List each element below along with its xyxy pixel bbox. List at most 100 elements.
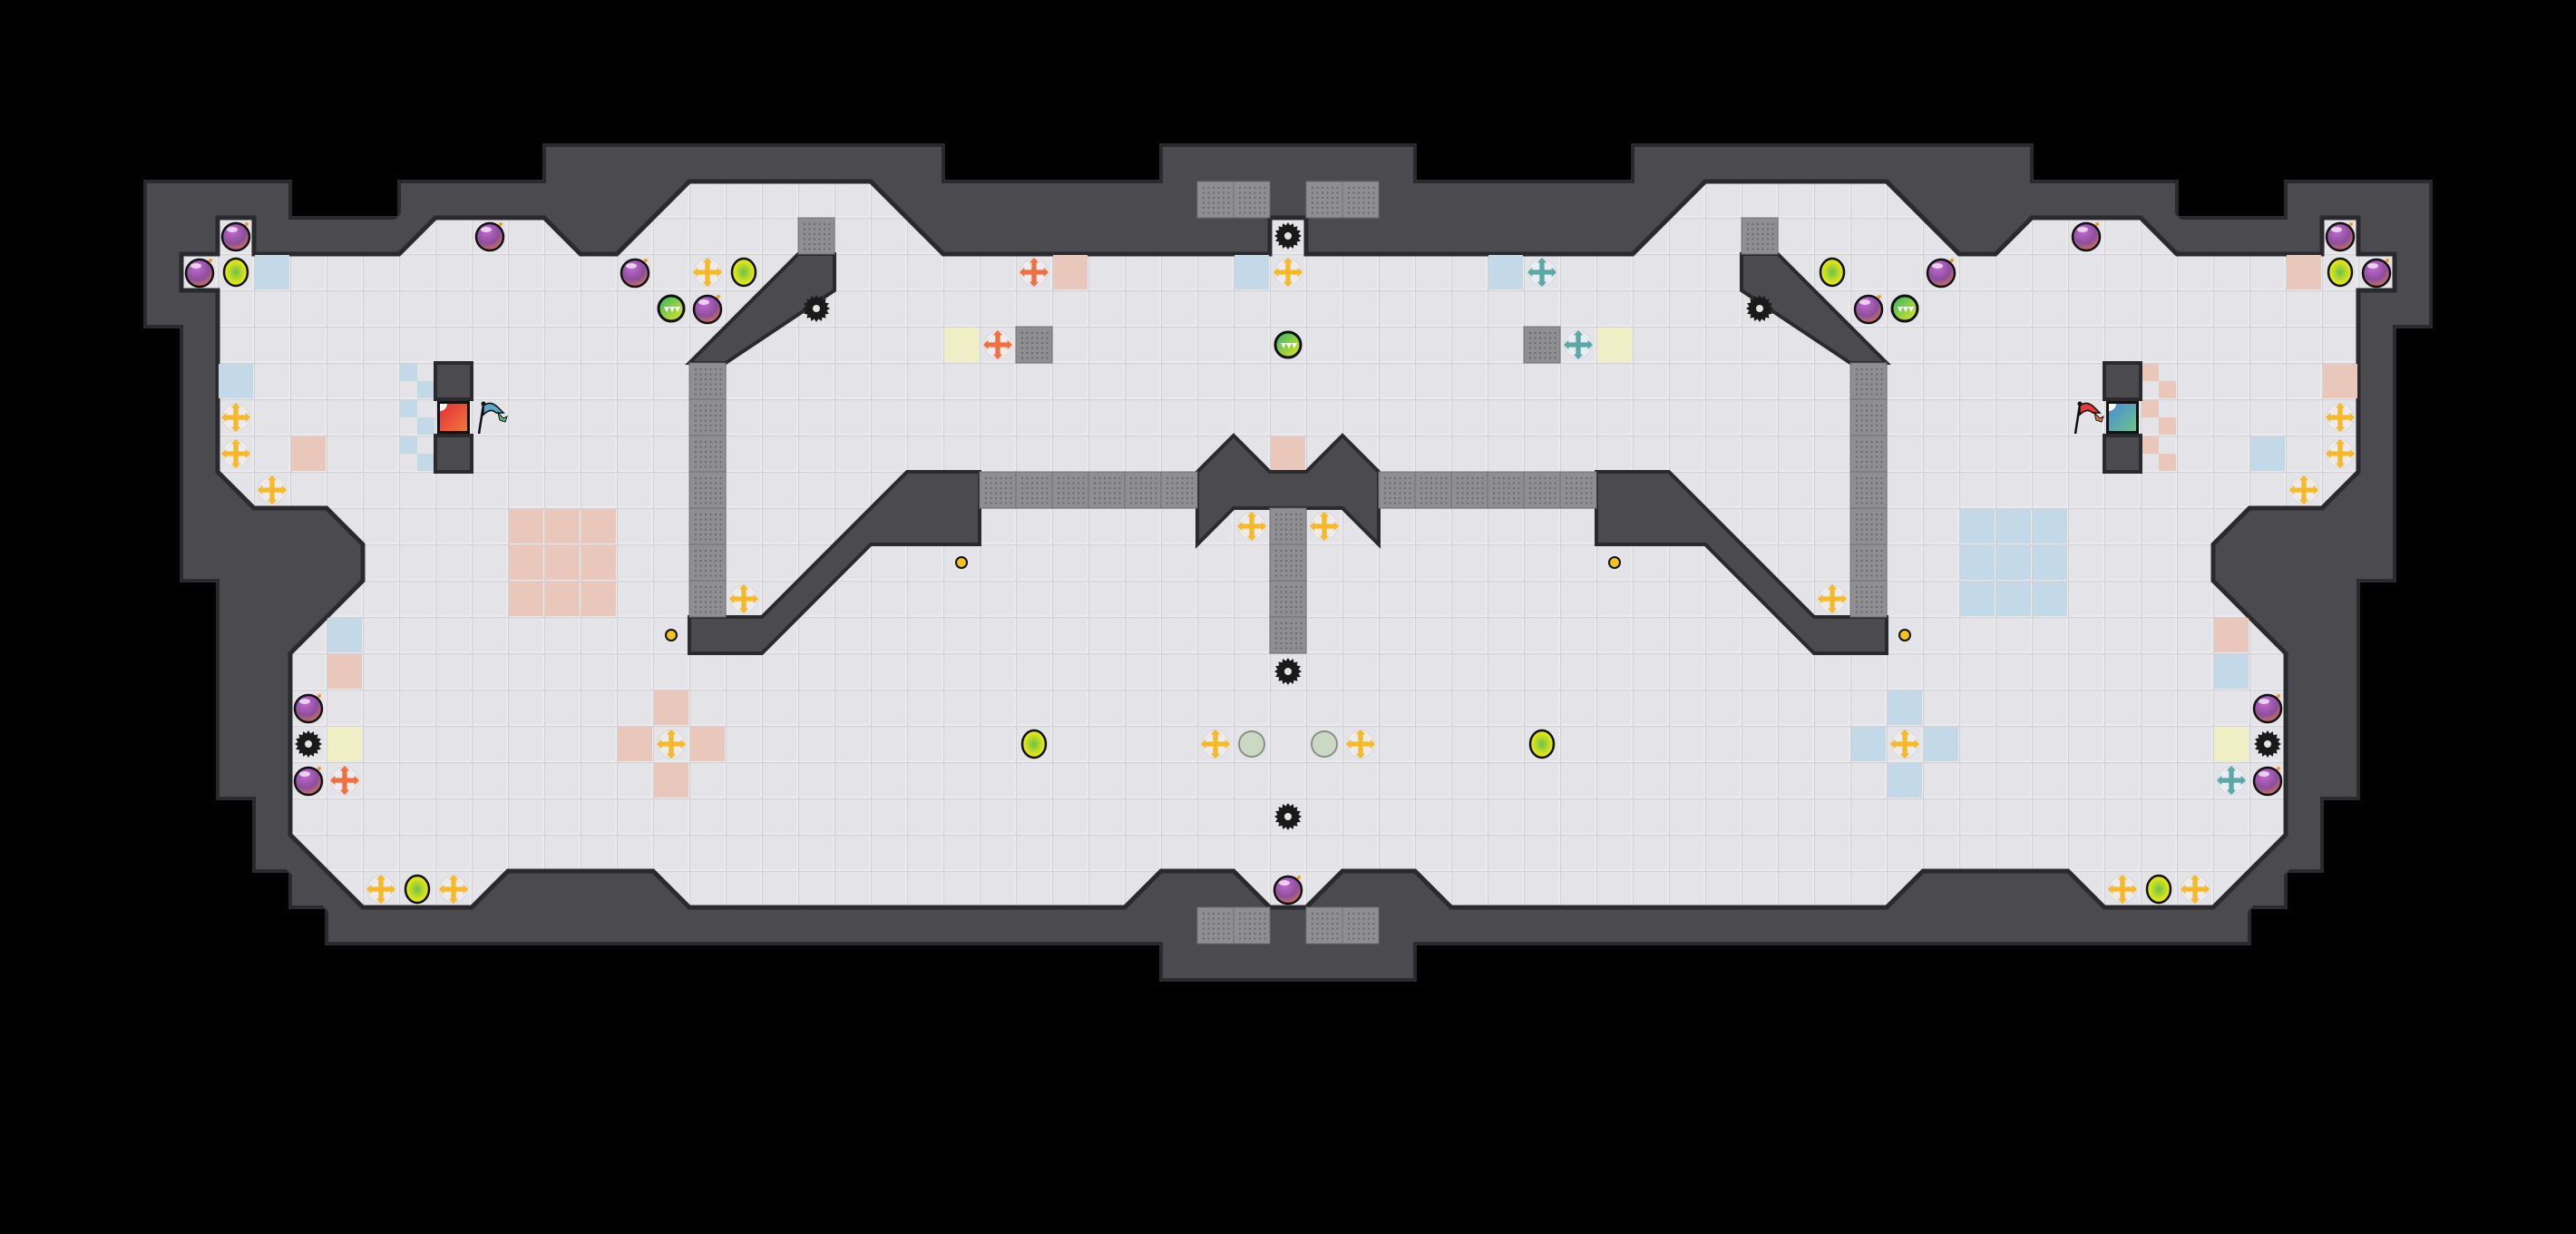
bomb-icon (620, 258, 650, 289)
blue-checker-tile (417, 381, 434, 398)
grille-tile (1487, 471, 1525, 509)
spike-icon (803, 295, 830, 322)
blue-zone-tile (1960, 545, 1995, 580)
portal-dot-icon (955, 556, 968, 569)
red-zone-tile (581, 582, 616, 616)
blue-zone-tile (255, 255, 289, 289)
gray-ball-icon (1311, 730, 1338, 758)
yellow-ball-icon (1528, 729, 1556, 759)
red-zone-tile (654, 690, 688, 725)
grille-tile (688, 580, 727, 618)
red-flag-icon (2073, 401, 2104, 435)
red-zone-tile (545, 545, 580, 580)
grille-tile (797, 217, 835, 255)
blue-checker-tile (400, 400, 417, 417)
yellow-ball-icon (222, 257, 249, 288)
portal-dot-icon (1898, 629, 1911, 641)
lower-right-ramp-wall (1595, 470, 1888, 655)
portal-dot-icon (665, 629, 678, 641)
red-checker-tile (2142, 436, 2159, 454)
booster-yellow-icon (2326, 403, 2355, 432)
bomb-icon (1273, 875, 1303, 906)
grille-tile (1849, 544, 1888, 582)
booster-yellow-icon (2181, 875, 2210, 904)
grille-tile (1051, 471, 1089, 509)
blue-zone-tile (2033, 509, 2067, 544)
booster-yellow-icon (1818, 584, 1847, 613)
grille-tile (1269, 580, 1307, 618)
red-zone-tile (545, 509, 580, 544)
blue-checker-tile (417, 454, 434, 471)
red-zone-tile (291, 436, 326, 471)
red-zone-tile (581, 545, 616, 580)
blue-zone-tile (1488, 255, 1523, 289)
lower-left-ramp-wall (688, 470, 981, 655)
booster-red-icon (1020, 258, 1049, 287)
bomb-icon (2325, 221, 2356, 252)
grille-tile (1305, 906, 1343, 945)
grille-tile (1305, 181, 1343, 219)
bomb-icon (474, 221, 505, 252)
grille-tile (1849, 471, 1888, 509)
blue-zone-tile (1888, 690, 1922, 725)
grille-tile (1196, 181, 1234, 219)
bomb-icon (1853, 294, 1884, 325)
yellow-ball-icon (1020, 729, 1048, 759)
blue-zone-tile (1996, 509, 2031, 544)
booster-yellow-icon (439, 875, 468, 904)
red-zone-tile (1271, 436, 1305, 471)
grille-tile (1088, 471, 1126, 509)
booster-yellow-icon (657, 730, 686, 759)
red-checker-tile (2159, 417, 2176, 435)
blue-zone-tile (1924, 727, 1958, 761)
booster-yellow-icon (693, 258, 722, 287)
red-zone-tile (509, 582, 543, 616)
red-zone-tile (2214, 618, 2249, 652)
grille-tile (1160, 471, 1198, 509)
red-zone-tile (654, 763, 688, 798)
red-checker-tile (2159, 454, 2176, 471)
grille-tile (1849, 398, 1888, 436)
blue-checker-tile (417, 417, 434, 435)
bomb-icon (2252, 693, 2283, 724)
spike-icon (295, 730, 322, 758)
green-boost-ball-icon (1273, 330, 1303, 359)
spike-icon (1274, 222, 1302, 250)
booster-yellow-icon (729, 584, 758, 613)
spike-icon (1746, 295, 1773, 322)
booster-yellow-icon (2108, 875, 2137, 904)
left-flag-block-top (434, 361, 473, 401)
yellow-ball-icon (404, 874, 431, 905)
red-flag-base-icon (437, 401, 470, 434)
red-zone-tile (690, 727, 725, 761)
booster-yellow-icon (1273, 258, 1303, 287)
grille-tile (1015, 326, 1053, 364)
grille-tile (688, 435, 727, 473)
grille-tile (1233, 181, 1271, 219)
blue-zone-tile (2214, 654, 2249, 689)
grille-tile (1342, 181, 1380, 219)
booster-teal-icon (1527, 258, 1556, 287)
gray-ball-icon (1238, 730, 1265, 758)
red-zone-tile (581, 509, 616, 544)
grille-tile (688, 544, 727, 582)
grille-tile (1269, 544, 1307, 582)
yellow-ball-icon (1819, 257, 1846, 288)
green-boost-ball-icon (1890, 294, 1919, 323)
grille-tile (688, 507, 727, 545)
bomb-icon (184, 258, 215, 289)
red-zone-tile (545, 582, 580, 616)
blue-zone-tile (219, 364, 253, 398)
portal-dot-icon (1608, 556, 1621, 569)
red-zone-tile (618, 727, 652, 761)
red-checker-tile (2159, 381, 2176, 398)
yellow-zone-tile (327, 727, 362, 761)
grille-tile (1342, 906, 1380, 945)
blue-checker-tile (400, 364, 417, 381)
bomb-icon (293, 693, 324, 724)
blue-zone-tile (2033, 582, 2067, 616)
grille-tile (1849, 580, 1888, 618)
inner-wall-layer (434, 252, 2142, 655)
yellow-zone-tile (2214, 727, 2249, 761)
